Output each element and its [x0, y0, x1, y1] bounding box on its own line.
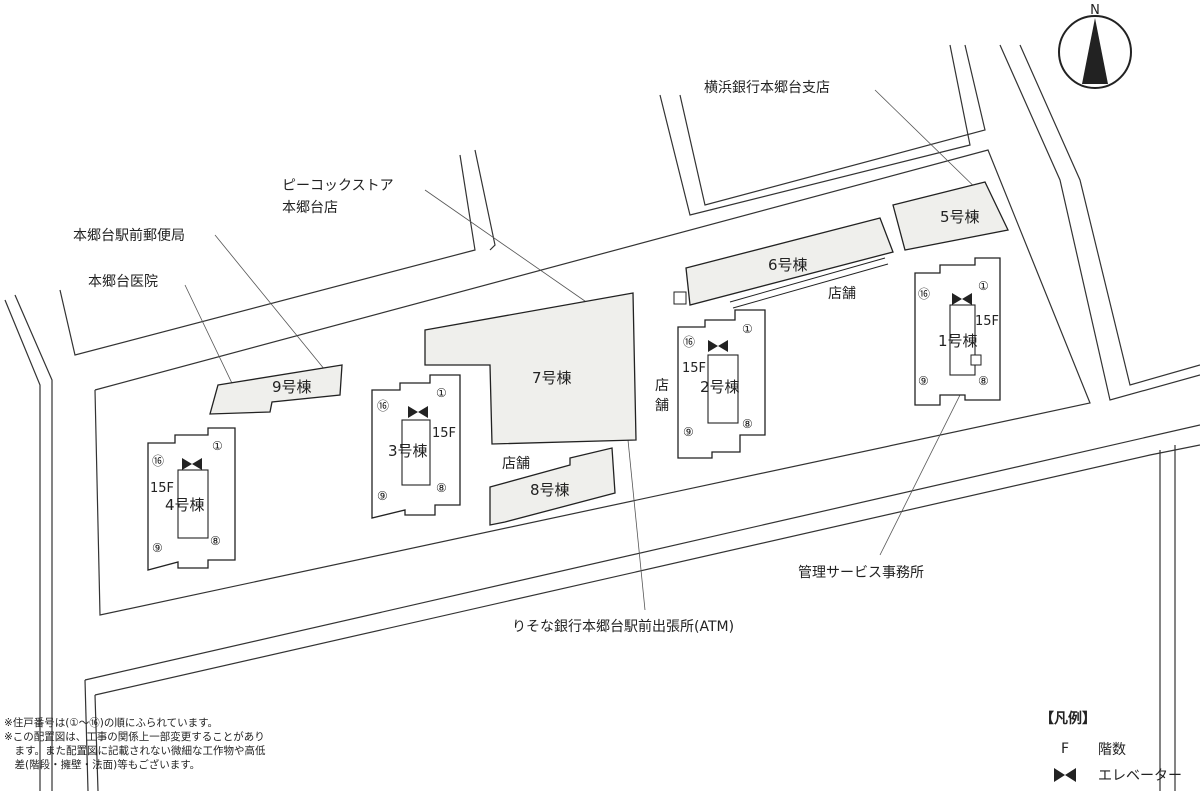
- floors-label: 15F: [432, 426, 456, 441]
- building-3[interactable]: ① ⑯ ⑨ ⑧ 15F 3号棟: [371, 374, 461, 519]
- building-2-label: 2号棟: [700, 378, 740, 396]
- unit-number: ①: [742, 322, 753, 336]
- building-1[interactable]: ① ⑯ ⑨ ⑧ 15F 1号棟: [914, 257, 1001, 406]
- legend-title: 【凡例】: [1040, 711, 1096, 727]
- unit-number: ⑧: [978, 374, 989, 388]
- unit-number: ⑨: [683, 425, 694, 439]
- unit-number: ①: [212, 439, 223, 453]
- building-9-label: 9号棟: [272, 378, 312, 396]
- legend-floors: F 階数: [1054, 736, 1182, 762]
- building-6[interactable]: 6号棟: [673, 217, 894, 309]
- label-bank: 横浜銀行本郷台支店: [704, 80, 830, 96]
- unit-number: ⑨: [918, 374, 929, 388]
- shop-label-6: 店舗: [828, 286, 856, 302]
- label-post-office: 本郷台駅前郵便局: [73, 227, 185, 244]
- unit-number: ⑯: [683, 335, 695, 349]
- roads: [4, 44, 1200, 791]
- unit-number: ⑧: [742, 417, 753, 431]
- shop-label-8: 店舗: [502, 456, 530, 472]
- building-7-label: 7号棟: [532, 369, 572, 387]
- floor-key-label: 階数: [1098, 742, 1126, 758]
- note-line: ※住戸番号は(①〜⑯)の順にふられています。: [4, 717, 219, 729]
- unit-number: ①: [978, 279, 989, 293]
- building-5[interactable]: 5号棟: [892, 181, 1009, 251]
- building-5-label: 5号棟: [940, 208, 980, 226]
- building-2[interactable]: ① ⑯ ⑨ ⑧ 15F 2号棟: [677, 309, 766, 459]
- building-4[interactable]: ① ⑯ ⑨ ⑧ 15F 4号棟: [147, 427, 236, 571]
- building-7[interactable]: 7号棟: [424, 292, 637, 445]
- building-8-label: 8号棟: [530, 481, 570, 499]
- legend: 【凡例】 F 階数 エレベーター: [1040, 708, 1182, 788]
- elevator-key-label: エレベーター: [1098, 768, 1182, 784]
- unit-number: ①: [436, 386, 447, 400]
- unit-number: ⑯: [918, 287, 930, 301]
- label-resona-atm: りそな銀行本郷台駅前出張所(ATM): [512, 618, 734, 635]
- note-line: ※この配置図は、工事の関係上一部変更することがあり: [4, 731, 265, 743]
- building-6-label: 6号棟: [768, 256, 808, 274]
- building-8[interactable]: 8号棟: [489, 447, 616, 526]
- floors-label: 15F: [150, 481, 174, 496]
- unit-number: ⑨: [152, 541, 163, 555]
- unit-number: ⑯: [377, 399, 389, 413]
- legend-elevator: エレベーター: [1054, 762, 1182, 788]
- building-4-label: 4号棟: [165, 496, 205, 514]
- unit-number: ⑧: [436, 481, 447, 495]
- shop-label-2b: 舗: [655, 398, 669, 414]
- note-line: 差(階段・擁壁・法面)等もございます。: [4, 759, 201, 771]
- elevator-icon: [1054, 768, 1076, 782]
- unit-number: ⑨: [377, 489, 388, 503]
- building-1-label: 1号棟: [938, 332, 978, 350]
- label-clinic: 本郷台医院: [88, 274, 158, 290]
- floor-key: F: [1060, 741, 1070, 757]
- unit-number: ⑧: [210, 534, 221, 548]
- building-3-label: 3号棟: [388, 442, 428, 460]
- notes: ※住戸番号は(①〜⑯)の順にふられています。 ※この配置図は、工事の関係上一部変…: [4, 716, 265, 772]
- label-management-office: 管理サービス事務所: [798, 565, 924, 581]
- label-peacock-store-branch: 本郷台店: [282, 200, 338, 216]
- label-peacock-store: ピーコックストア: [282, 178, 394, 194]
- unit-number: ⑯: [152, 454, 164, 468]
- shop-label-2a: 店: [655, 378, 669, 394]
- floors-label: 15F: [975, 314, 999, 329]
- north-label: N: [1090, 3, 1100, 18]
- note-line: ます。また配置図に記載されない微細な工作物や高低: [4, 745, 266, 757]
- north-arrow-icon: N: [1058, 3, 1132, 89]
- floors-label: 15F: [682, 361, 706, 376]
- building-9[interactable]: 9号棟: [209, 364, 343, 415]
